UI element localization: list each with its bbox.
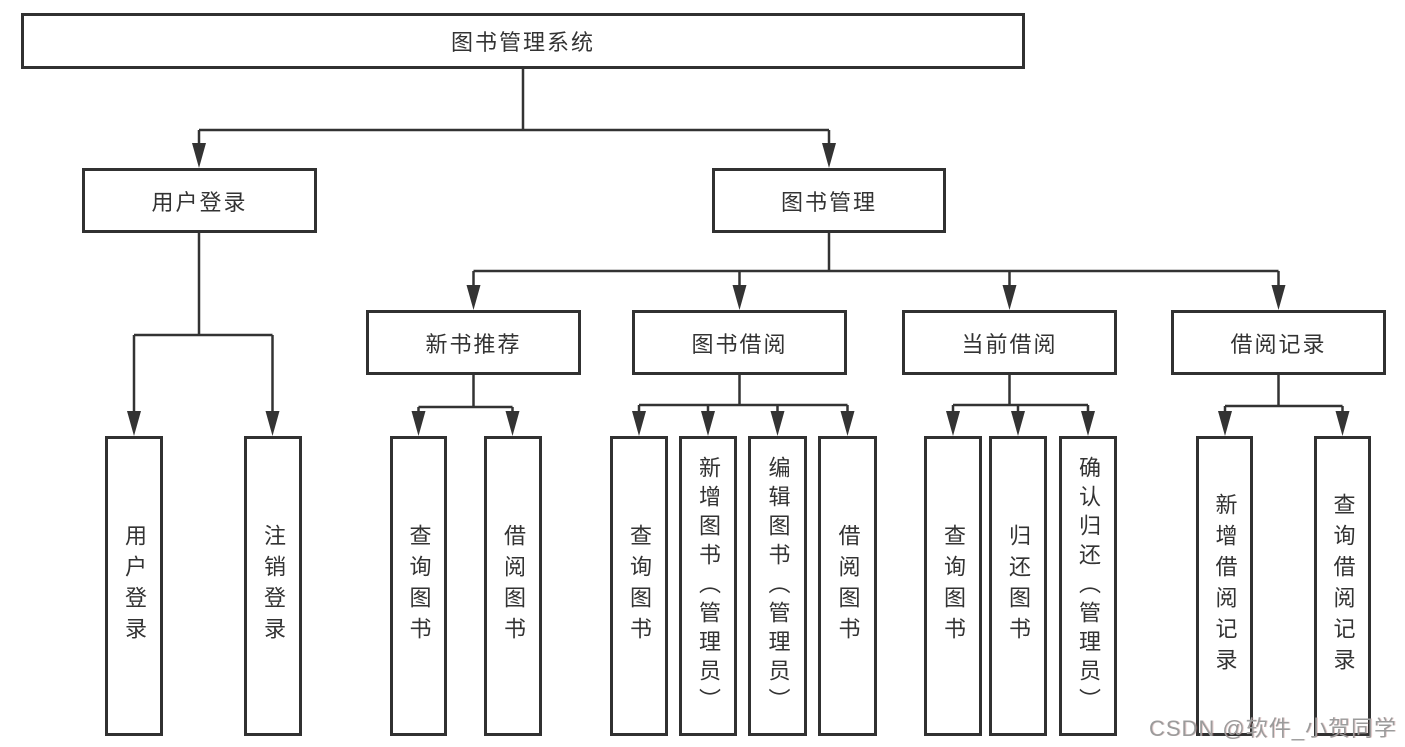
- node-user-login: 用户登录: [82, 168, 317, 233]
- node-new-book-recommend-label: 新书推荐: [425, 331, 522, 357]
- leaf-recommend-borrow-books-label: 借阅图书: [501, 524, 526, 648]
- leaf-current-query-books: 查询图书: [924, 436, 982, 736]
- leaf-borrow-edit-books-admin: 编辑图书（管理员）: [748, 436, 807, 736]
- arrowheads: [127, 143, 1350, 436]
- node-current-borrow: 当前借阅: [902, 310, 1117, 375]
- leaf-borrow-query-books-label: 查询图书: [627, 524, 652, 648]
- leaf-records-add-record-label: 新增借阅记录: [1212, 493, 1238, 679]
- leaf-records-query-record-label: 查询借阅记录: [1330, 493, 1356, 679]
- leaf-borrow-borrow-books: 借阅图书: [818, 436, 877, 736]
- leaf-current-confirm-return-admin-label: 确认归还（管理员）: [1076, 455, 1101, 717]
- tree-edges: [132, 69, 1344, 414]
- leaf-current-return-books: 归还图书: [989, 436, 1047, 736]
- node-root: 图书管理系统: [21, 13, 1025, 69]
- node-book-management: 图书管理: [712, 168, 946, 233]
- node-current-borrow-label: 当前借阅: [961, 331, 1058, 357]
- node-borrow-records-label: 借阅记录: [1230, 331, 1327, 357]
- leaf-borrow-add-books-admin-label: 新增图书（管理员）: [696, 455, 721, 717]
- leaf-logout: 注销登录: [244, 436, 302, 736]
- leaf-borrow-edit-books-admin-label: 编辑图书（管理员）: [765, 455, 791, 717]
- node-user-login-label: 用户登录: [151, 189, 248, 215]
- leaf-current-confirm-return-admin: 确认归还（管理员）: [1059, 436, 1117, 736]
- leaf-user-login: 用户登录: [105, 436, 163, 736]
- leaf-borrow-borrow-books-label: 借阅图书: [835, 524, 861, 648]
- leaf-current-query-books-label: 查询图书: [941, 524, 966, 648]
- node-book-management-label: 图书管理: [780, 189, 877, 215]
- leaf-borrow-add-books-admin: 新增图书（管理员）: [679, 436, 737, 736]
- leaf-recommend-borrow-books: 借阅图书: [484, 436, 542, 736]
- node-borrow-records: 借阅记录: [1171, 310, 1386, 375]
- csdn-watermark: CSDN @软件_小贺同学: [1148, 716, 1397, 741]
- leaf-recommend-query-books: 查询图书: [390, 436, 447, 736]
- leaf-borrow-query-books: 查询图书: [610, 436, 668, 736]
- leaf-records-query-record: 查询借阅记录: [1314, 436, 1371, 736]
- node-book-borrow-label: 图书借阅: [691, 331, 788, 357]
- node-root-label: 图书管理系统: [450, 30, 595, 55]
- node-new-book-recommend: 新书推荐: [366, 310, 581, 375]
- leaf-current-return-books-label: 归还图书: [1006, 524, 1031, 648]
- leaf-records-add-record: 新增借阅记录: [1196, 436, 1253, 736]
- leaf-user-login-label: 用户登录: [122, 524, 147, 648]
- node-book-borrow: 图书借阅: [632, 310, 847, 375]
- leaf-recommend-query-books-label: 查询图书: [406, 524, 432, 648]
- leaf-logout-label: 注销登录: [261, 524, 286, 648]
